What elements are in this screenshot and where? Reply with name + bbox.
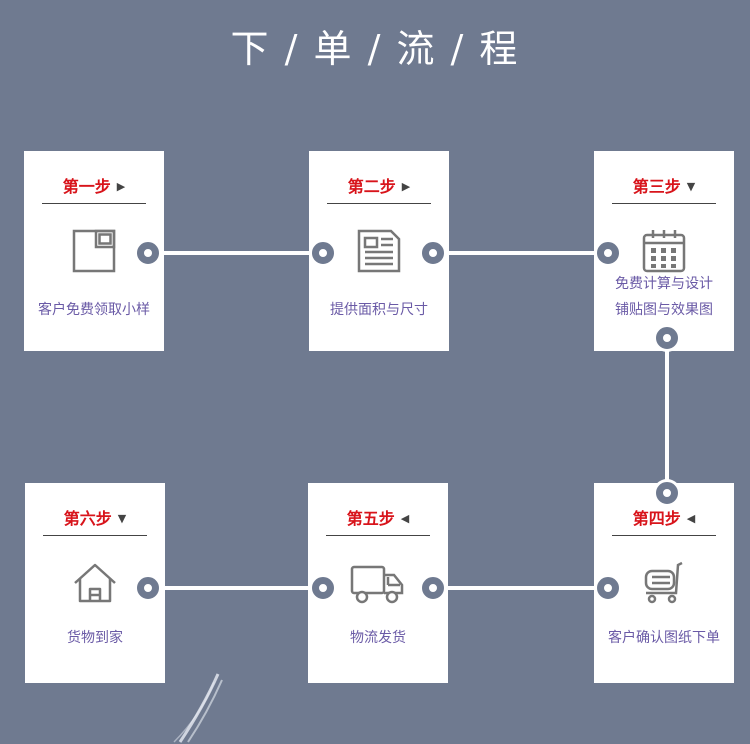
step-description: 客户确认图纸下单 xyxy=(608,630,720,646)
step-label: 第五步 xyxy=(346,509,395,528)
connector-knob xyxy=(597,577,619,599)
connector-line-4-5 xyxy=(433,586,608,590)
arrow-right-icon: ▶ xyxy=(401,180,411,193)
step-header: 第五步 ◀ xyxy=(326,507,430,536)
sample-icon xyxy=(70,227,118,275)
document-icon xyxy=(355,227,403,275)
step-description: 货物到家 xyxy=(67,630,123,646)
step-label: 第四步 xyxy=(632,509,681,528)
connector-line-3-4 xyxy=(665,338,669,493)
step-description-line-1: 免费计算与设计 xyxy=(615,276,713,292)
step-label: 第一步 xyxy=(62,177,111,196)
connector-knob xyxy=(422,242,444,264)
step-description-line-2: 铺贴图与效果图 xyxy=(615,302,713,318)
connector-knob xyxy=(656,482,678,504)
step-description: 客户免费领取小样 xyxy=(38,302,150,318)
house-icon xyxy=(71,559,119,607)
connector-knob xyxy=(656,327,678,349)
brush-stroke-decoration xyxy=(173,673,223,743)
arrow-left-icon: ◀ xyxy=(686,512,696,525)
arrow-right-icon: ▶ xyxy=(116,180,126,193)
step-description: 提供面积与尺寸 xyxy=(330,302,428,318)
connector-knob xyxy=(312,577,334,599)
connector-knob xyxy=(597,242,619,264)
step-header: 第一步 ▶ xyxy=(42,175,146,204)
connector-knob xyxy=(312,242,334,264)
connector-line-1-2 xyxy=(148,251,323,255)
page-title: 下 / 单 / 流 / 程 xyxy=(230,27,520,71)
step-header: 第六步 ▼ xyxy=(43,507,147,536)
step-card-3: 第三步 ▼ 免费计算与设计 铺贴图与效果图 xyxy=(594,151,734,351)
arrow-down-icon: ▼ xyxy=(686,180,696,193)
step-label: 第三步 xyxy=(632,177,681,196)
connector-knob xyxy=(137,577,159,599)
arrow-down-icon: ▼ xyxy=(117,512,127,525)
connector-knob xyxy=(422,577,444,599)
calendar-icon xyxy=(640,227,688,275)
connector-knob xyxy=(137,242,159,264)
step-label: 第六步 xyxy=(63,509,112,528)
cart-icon xyxy=(640,559,688,607)
step-header: 第三步 ▼ xyxy=(612,175,716,204)
arrow-left-icon: ◀ xyxy=(400,512,410,525)
truck-icon xyxy=(350,559,406,607)
connector-line-2-3 xyxy=(433,251,608,255)
connector-line-5-6 xyxy=(148,586,323,590)
step-description: 物流发货 xyxy=(350,630,406,646)
step-header: 第二步 ▶ xyxy=(327,175,431,204)
step-label: 第二步 xyxy=(347,177,396,196)
step-header: 第四步 ◀ xyxy=(612,507,716,536)
